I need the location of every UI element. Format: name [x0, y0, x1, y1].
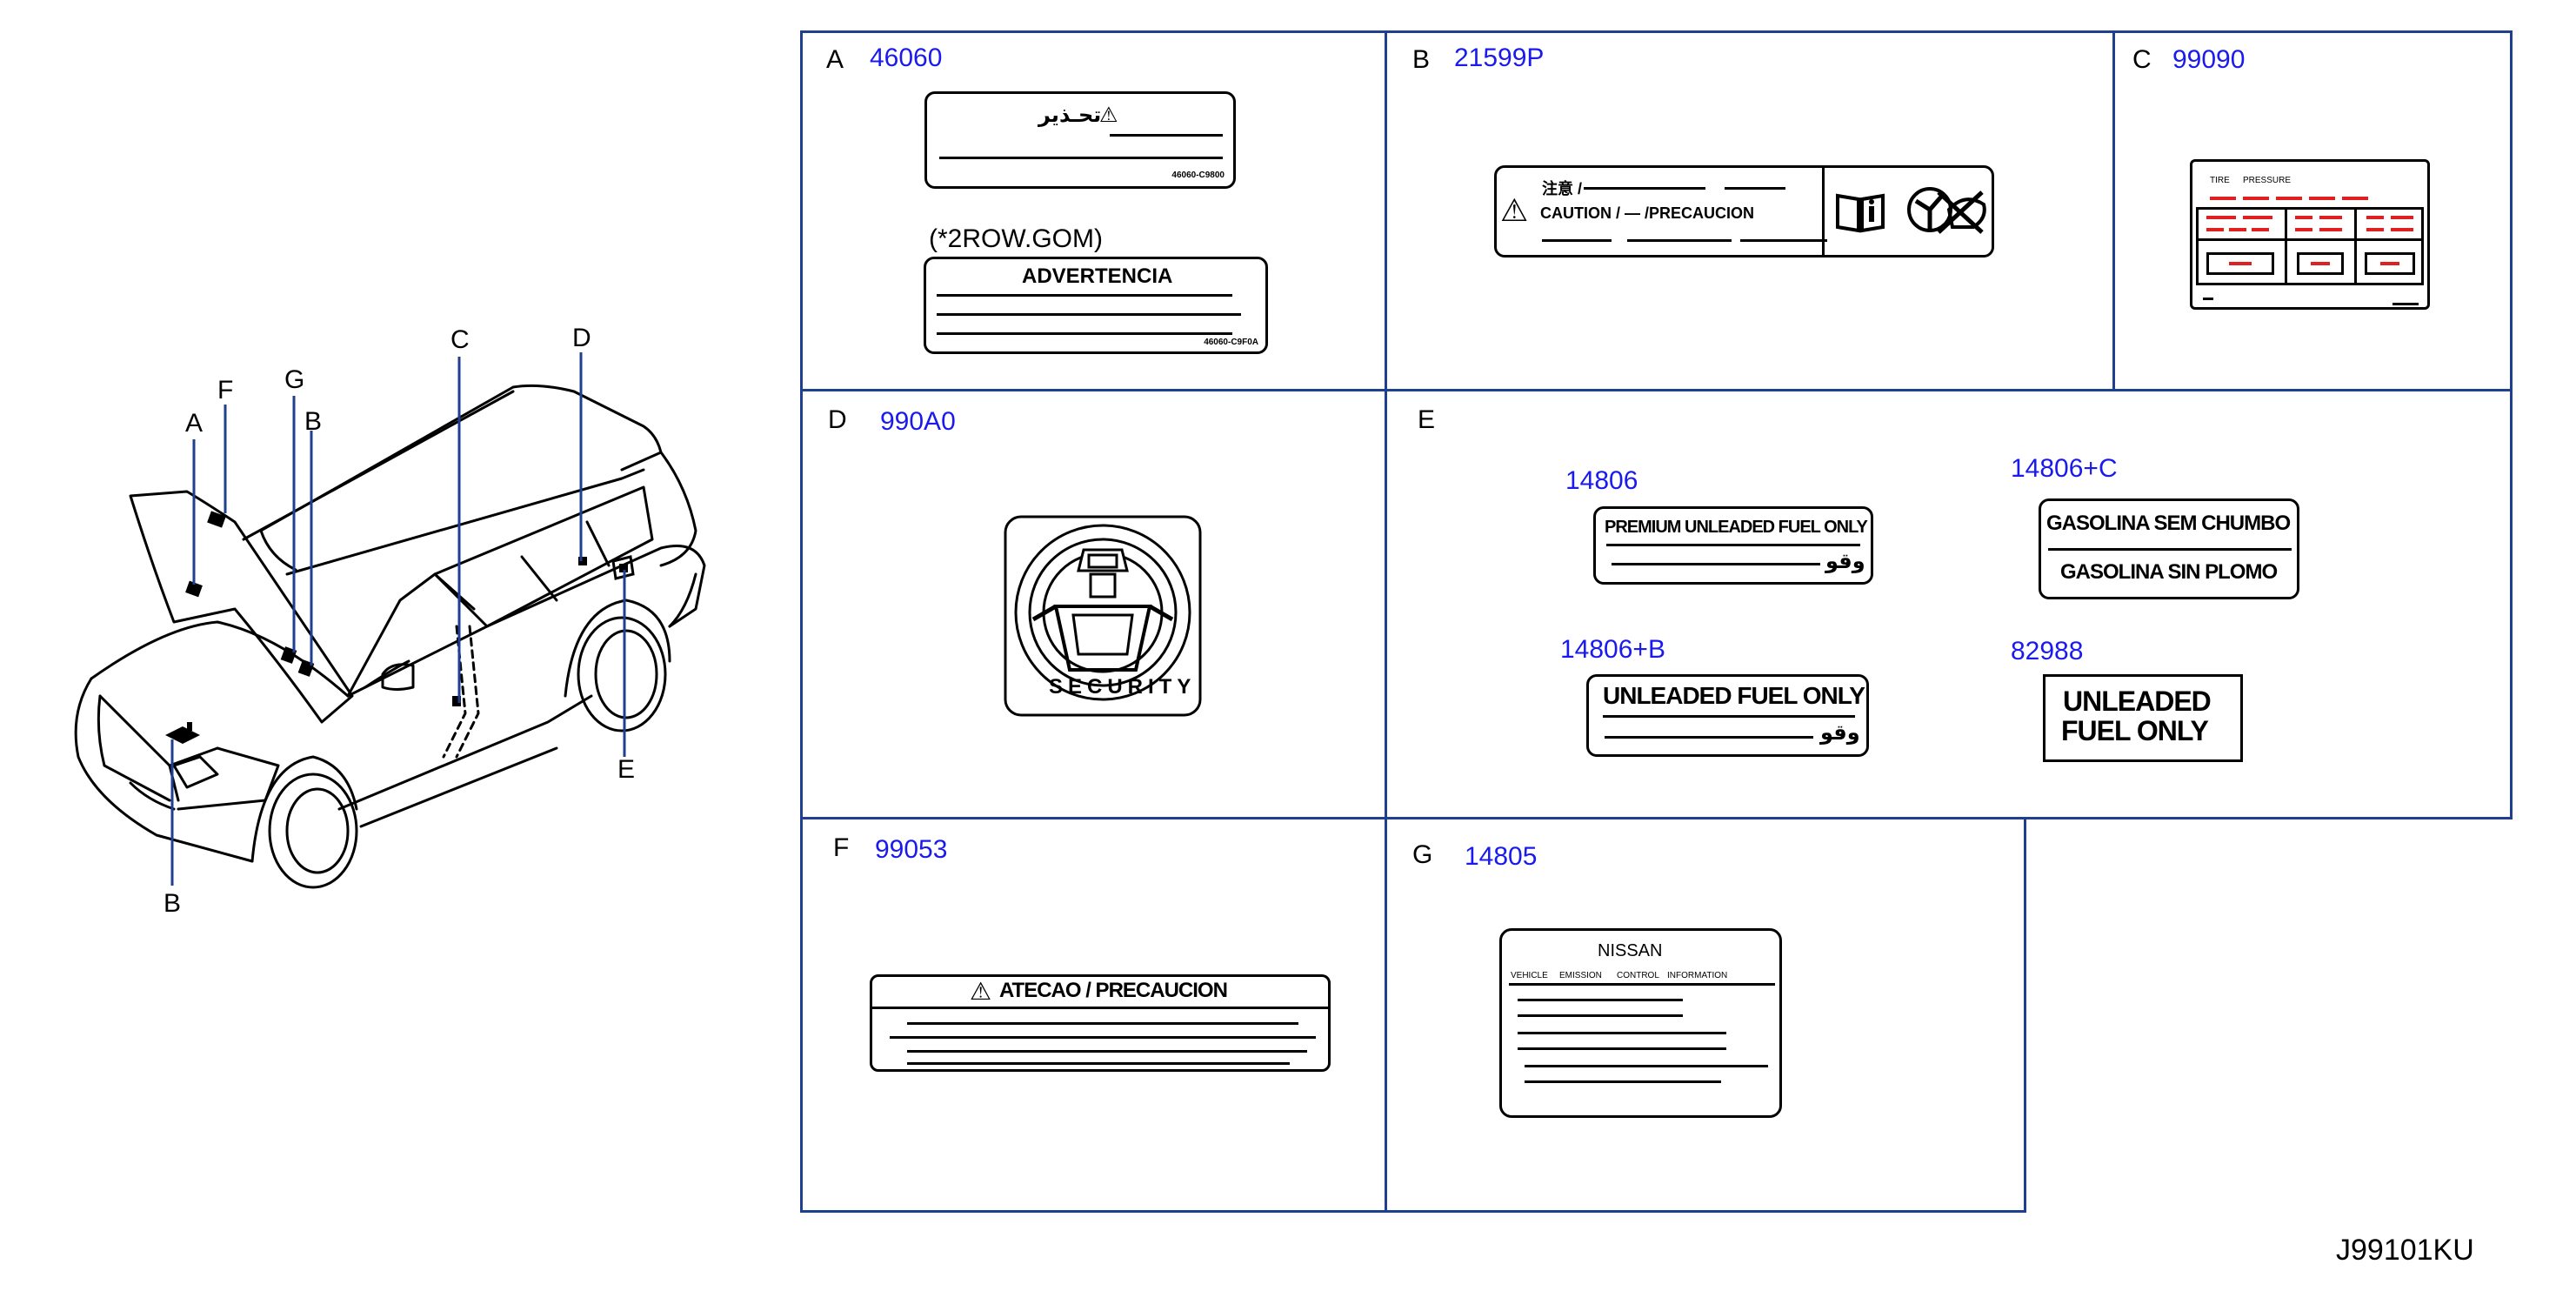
label-b-caution: 注意 / ⚠ CAUTION / — /PRECAUCION: [1494, 165, 1994, 258]
label-a-advert-code: 46060-C9F0A: [1204, 338, 1258, 347]
label-c-tire: TIRE: [2210, 176, 2230, 185]
label-g-information: INFORMATION: [1667, 971, 1728, 980]
label-a-arabic: تحـذير ⚠ 46060-C9800: [924, 91, 1236, 189]
warning-icon: ⚠: [1500, 192, 1529, 228]
label-g-control: CONTROL: [1617, 971, 1659, 980]
panel-g: [1385, 817, 2026, 1213]
no-fan-contact-icon: [1907, 187, 1986, 234]
label-e1-arabic: وقو: [1825, 550, 1865, 573]
panel-d-letter: D: [828, 405, 847, 434]
label-g-brand: NISSAN: [1598, 941, 1663, 960]
label-e3-arabic: وقو: [1820, 721, 1860, 745]
callout-b-bottom: B: [164, 889, 182, 918]
label-e2-text1: GASOLINA SEM CHUMBO: [2046, 512, 2291, 535]
warning-icon: ⚠: [1099, 104, 1118, 127]
label-g-emission: NISSAN VEHICLE EMISSION CONTROL INFORMAT…: [1499, 928, 1782, 1118]
label-e1-part-number: 14806: [1565, 466, 1638, 495]
manual-book-icon: [1836, 193, 1885, 233]
label-e2-gasolina: GASOLINA SEM CHUMBO GASOLINA SIN PLOMO: [2039, 498, 2299, 599]
label-f-title: ATECAO / PRECAUCION: [999, 979, 1228, 1002]
panel-b-letter: B: [1412, 45, 1431, 74]
label-e2-part-number: 14806+C: [2011, 454, 2118, 483]
vehicle-illustration: [74, 352, 706, 889]
label-b-line1: 注意 /: [1542, 180, 1583, 197]
panel-c-letter: C: [2132, 45, 2152, 74]
callout-a: A: [185, 409, 204, 438]
panel-b-part-number: 21599P: [1454, 43, 1545, 72]
label-d-security: [1004, 515, 1202, 717]
label-e4-part-number: 82988: [2011, 637, 2084, 666]
panel-a-part-number: 46060: [870, 43, 943, 72]
label-e3-unleaded: UNLEADED FUEL ONLY وقو: [1586, 674, 1869, 757]
label-e4-text2: FUEL ONLY: [2061, 715, 2209, 746]
panel-e-letter: E: [1418, 405, 1436, 434]
label-a-note: (*2ROW.GOM): [929, 224, 1103, 253]
diagram-code: J99101KU: [2336, 1234, 2474, 1267]
panel-f-letter: F: [833, 833, 850, 862]
callout-c: C: [450, 325, 470, 354]
panel-g-part-number: 14805: [1465, 842, 1538, 871]
callout-e: E: [617, 755, 636, 784]
label-b-caution-text: CAUTION / — /PRECAUCION: [1540, 204, 1755, 222]
label-c-tire-pressure: TIRE PRESSURE: [2190, 159, 2430, 310]
callout-g: G: [284, 365, 305, 394]
panel-d-part-number: 990A0: [880, 407, 956, 436]
warning-icon: ⚠: [970, 978, 992, 1005]
label-a-advertencia: ADVERTENCIA 46060-C9F0A: [924, 257, 1268, 354]
panel-f-part-number: 99053: [875, 835, 948, 864]
label-g-emission-text: EMISSION: [1559, 971, 1602, 980]
label-g-vehicle: VEHICLE: [1511, 971, 1548, 980]
label-e4-unleaded-fuel: UNLEADED FUEL ONLY: [2043, 674, 2243, 762]
panel-a-letter: A: [826, 45, 844, 74]
callout-d: D: [572, 324, 591, 352]
panel-c-part-number: 99090: [2172, 45, 2246, 74]
label-f-atecao: ⚠ ATECAO / PRECAUCION: [870, 974, 1331, 1072]
label-d-security-text: SECURITY: [1049, 675, 1197, 699]
label-e1-text: PREMIUM UNLEADED FUEL ONLY: [1605, 518, 1868, 537]
panel-e: [1385, 389, 2513, 819]
label-e4-text1: UNLEADED: [2063, 686, 2212, 717]
label-a-advert-title: ADVERTENCIA: [1022, 264, 1173, 288]
label-e3-text: UNLEADED FUEL ONLY: [1603, 682, 1865, 709]
label-e3-part-number: 14806+B: [1560, 635, 1665, 664]
callout-f: F: [217, 376, 234, 405]
label-a-arabic-title: تحـذير: [1038, 104, 1102, 127]
label-e2-text2: GASOLINA SIN PLOMO: [2060, 560, 2278, 584]
callout-b-top: B: [304, 407, 323, 436]
panel-g-letter: G: [1412, 840, 1433, 869]
label-c-pressure: PRESSURE: [2243, 176, 2292, 185]
label-a-code: 46060-C9800: [1171, 171, 1225, 180]
label-e1-premium: PREMIUM UNLEADED FUEL ONLY وقو: [1593, 506, 1873, 585]
